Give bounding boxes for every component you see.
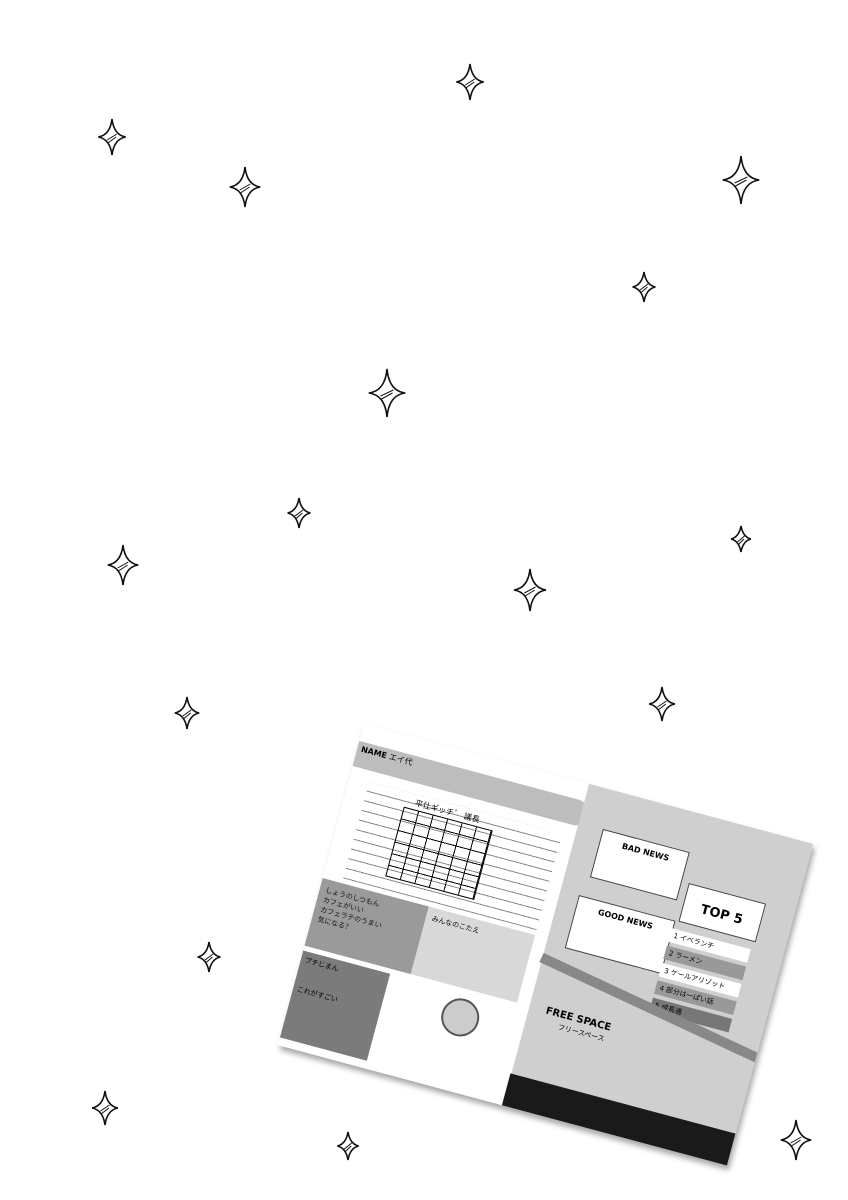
sparkle-hatch — [294, 509, 304, 520]
sparkle-hatch — [734, 176, 748, 187]
sparkle-hatch — [464, 78, 476, 89]
sparkle-hatch — [239, 183, 251, 194]
sparkle-hatch — [117, 561, 129, 572]
bad-news-label: BAD NEWS — [620, 841, 671, 863]
sparkle-hatch — [100, 1104, 110, 1115]
sparkle-hatch — [790, 1136, 802, 1147]
sparkle-hatch — [737, 535, 745, 546]
sparkle-hatch — [343, 1142, 353, 1153]
name-label: NAME — [360, 744, 388, 761]
sparkle-hatch — [204, 953, 214, 964]
sparkle-hatch — [524, 586, 536, 597]
sparkle-hatch — [639, 283, 649, 294]
boast-text: これがすごい — [295, 985, 339, 1004]
figure-head — [436, 994, 484, 1041]
name-value: エイ代 — [387, 752, 414, 768]
sparkle-hatch — [380, 389, 394, 400]
sparkle-hatch — [106, 133, 118, 144]
sparkle-hatch — [657, 700, 667, 711]
sparkle-hatch — [182, 709, 192, 720]
